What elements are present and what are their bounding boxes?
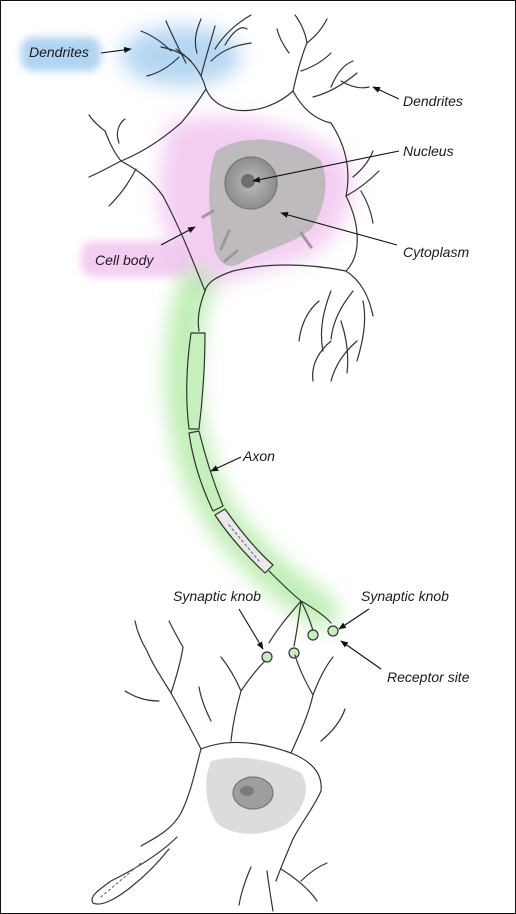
pointer-axon bbox=[211, 457, 241, 471]
pointer-receptor-site bbox=[341, 641, 381, 669]
dendrites-highlight bbox=[121, 26, 241, 86]
highlight-layer bbox=[21, 26, 352, 611]
label-synaptic-knob-right: Synaptic knob bbox=[361, 588, 449, 604]
synaptic-knob-3 bbox=[308, 630, 318, 640]
label-dendrites-left: Dendrites bbox=[29, 44, 89, 60]
label-cytoplasm: Cytoplasm bbox=[403, 244, 469, 260]
label-receptor-site: Receptor site bbox=[387, 669, 470, 685]
synaptic-knob-4 bbox=[328, 626, 338, 636]
synaptic-knob-1 bbox=[262, 652, 272, 662]
synaptic-knob-2 bbox=[289, 648, 299, 658]
label-axon: Axon bbox=[242, 448, 275, 464]
lower-neuron bbox=[92, 621, 345, 911]
pointer-dendrites-right bbox=[373, 87, 399, 99]
label-synaptic-knob-left: Synaptic knob bbox=[173, 588, 261, 604]
label-nucleus: Nucleus bbox=[403, 143, 454, 159]
pointer-synaptic-knob-right bbox=[339, 609, 369, 629]
pointer-synaptic-knob-left bbox=[239, 609, 263, 649]
label-cell-body: Cell body bbox=[95, 252, 154, 268]
label-dendrites-right: Dendrites bbox=[403, 93, 463, 109]
